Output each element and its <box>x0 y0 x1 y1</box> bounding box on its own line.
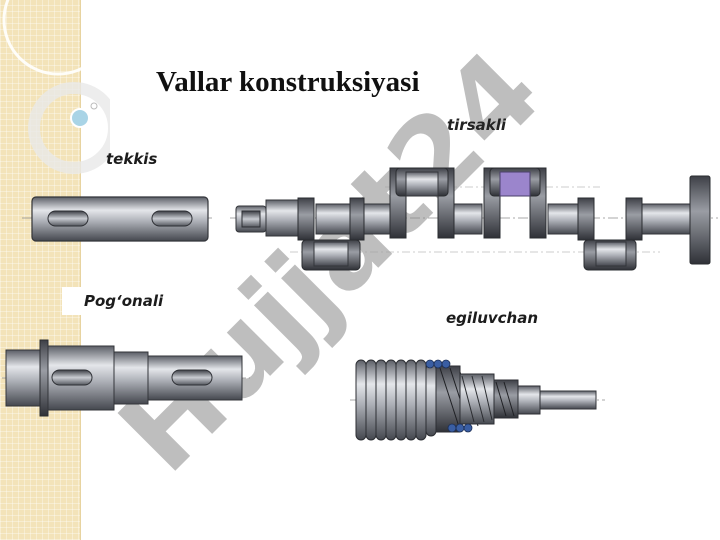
decorative-rings <box>2 0 110 174</box>
smooth-shaft-label: tekkis <box>106 150 158 168</box>
crankshaft-label: tirsakli <box>447 116 507 134</box>
slide-title: Vallar konstruksiyasi <box>156 66 420 98</box>
stepped-shaft-label: Pog‘onali <box>62 287 180 315</box>
flexible-shaft-label: egiluvchan <box>446 309 539 327</box>
